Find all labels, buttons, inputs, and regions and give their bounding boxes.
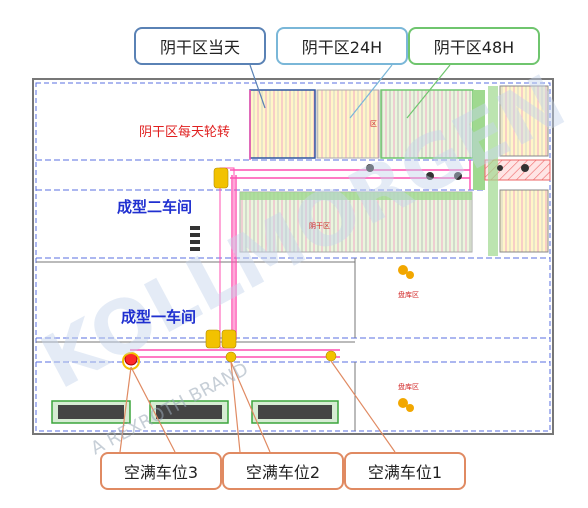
callout-drying-24h: 阴干区24H [276, 27, 408, 65]
callout-drying-48h: 阴干区48H [408, 27, 540, 65]
storage-lower-label: 盘库区 [398, 383, 419, 391]
shade-mid-label: 阴干区 [309, 222, 330, 230]
drying-zone-today [249, 89, 316, 159]
building-outline [32, 78, 554, 435]
callout-slot-2: 空满车位2 [222, 452, 344, 490]
agv-icon [205, 167, 337, 363]
rotation-label: 阴干区每天轮转 [139, 125, 231, 140]
callout-drying-today: 阴干区当天 [134, 27, 266, 65]
storage-upper-label: 盘库区 [398, 291, 419, 299]
callout-slot-3: 空满车位3 [100, 452, 222, 490]
workshop2-label: 成型二车间 [117, 198, 193, 216]
workshop1-label: 成型一车间 [121, 308, 197, 326]
drying-zone-mid [239, 191, 473, 253]
callout-slot-1: 空满车位1 [344, 452, 466, 490]
forming-machine [51, 400, 339, 424]
zone-small-label: 区 [370, 120, 377, 128]
drying-zone-24h [316, 89, 380, 159]
drying-zone-48h [380, 89, 474, 159]
